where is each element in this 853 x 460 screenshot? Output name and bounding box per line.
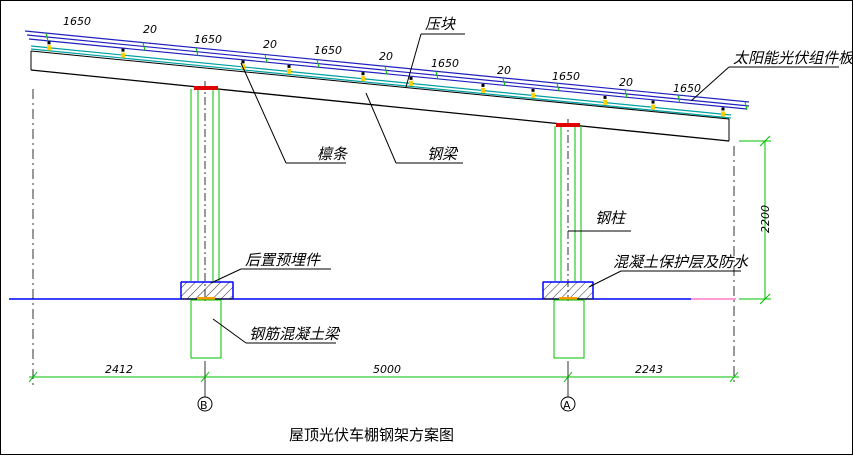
panel-dim-tick bbox=[624, 89, 628, 99]
press-block bbox=[603, 99, 607, 105]
press-block bbox=[121, 52, 125, 58]
panel-dim-4: 1650 bbox=[314, 44, 342, 57]
purlin bbox=[30, 45, 732, 119]
panel-dim-tick bbox=[384, 66, 388, 75]
foundation-b bbox=[180, 281, 234, 359]
panel-dim-tick bbox=[677, 95, 681, 104]
press-block bbox=[531, 92, 535, 98]
press-block-clip bbox=[603, 95, 607, 99]
panel-dim-7: 20 bbox=[497, 64, 511, 77]
bottom-dimension: 2412 5000 2243 bbox=[28, 361, 739, 397]
press-block bbox=[409, 80, 413, 86]
press-block-clip bbox=[409, 76, 413, 80]
panel-dim-0: 1650 bbox=[63, 15, 91, 28]
press-block bbox=[361, 76, 365, 82]
press-block-clip bbox=[721, 107, 725, 111]
panel-dim-tick bbox=[264, 54, 268, 63]
steel-column-b bbox=[190, 81, 220, 301]
press-block-clip bbox=[287, 64, 291, 68]
press-block bbox=[481, 87, 485, 93]
label-purlin: 檩条 bbox=[317, 145, 348, 163]
panel-dim-2: 1650 bbox=[194, 33, 222, 46]
label-concrete-protect: 混凝土保护层及防水 bbox=[613, 253, 749, 271]
bottom-dim-1: 5000 bbox=[373, 363, 401, 376]
press-block bbox=[287, 68, 291, 74]
panel-dimensions: 1650 20 1650 20 1650 20 1650 20 1650 20 1650 bbox=[45, 15, 748, 110]
press-block bbox=[721, 111, 725, 117]
panel-dim-tick bbox=[744, 101, 748, 110]
panel-dim-8: 1650 bbox=[552, 70, 580, 83]
reference-lines bbox=[32, 89, 735, 386]
press-block-clip bbox=[651, 100, 655, 104]
label-press-block: 压块 bbox=[425, 15, 456, 33]
panel-dim-6: 1650 bbox=[431, 57, 459, 70]
label-embedded-part: 后置预埋件 bbox=[245, 251, 322, 269]
panel-dim-tick bbox=[502, 77, 506, 87]
axis-a: A bbox=[560, 396, 576, 412]
bottom-dim-2: 2243 bbox=[635, 363, 663, 376]
panel-dim-tick bbox=[316, 59, 320, 68]
label-pv-panel: 太阳能光伏组件板 bbox=[733, 49, 853, 67]
foundation-a bbox=[542, 281, 594, 359]
pv-panel bbox=[24, 30, 750, 110]
panel-dim-10: 1650 bbox=[673, 82, 701, 95]
svg-text:B: B bbox=[200, 399, 208, 412]
press-block-clip bbox=[241, 60, 245, 64]
steel-beam bbox=[30, 50, 730, 142]
press-block-clip bbox=[47, 41, 51, 45]
panel-dim-3: 20 bbox=[263, 38, 277, 51]
press-block bbox=[651, 104, 655, 110]
panel-dim-tick bbox=[195, 47, 199, 56]
panel-dim-tick bbox=[45, 33, 49, 42]
label-steel-beam: 钢梁 bbox=[427, 145, 459, 163]
bottom-dim-0: 2412 bbox=[105, 363, 133, 376]
axis-b: B bbox=[197, 396, 213, 412]
steel-column-a bbox=[554, 119, 582, 301]
panel-dim-9: 20 bbox=[619, 76, 633, 89]
drawing-title: 屋顶光伏车棚钢架方案图 bbox=[289, 426, 454, 444]
panel-dim-5: 20 bbox=[379, 50, 393, 63]
press-block-clip bbox=[481, 83, 485, 87]
height-dim-text: 2200 bbox=[759, 205, 772, 233]
panel-dim-tick bbox=[556, 83, 560, 92]
panel-dim-tick bbox=[142, 42, 146, 51]
label-rc-beam: 钢筋混凝土梁 bbox=[249, 325, 341, 343]
press-block-clip bbox=[531, 88, 535, 92]
label-steel-column: 钢柱 bbox=[595, 209, 627, 227]
press-block-clip bbox=[121, 48, 125, 52]
panel-dim-1: 20 bbox=[143, 23, 157, 36]
press-block bbox=[47, 45, 51, 51]
leaders bbox=[210, 33, 839, 344]
panel-dim-tick bbox=[435, 71, 439, 80]
press-block-clip bbox=[361, 72, 365, 76]
svg-text:A: A bbox=[563, 399, 571, 412]
height-dimension: 2200 bbox=[739, 135, 772, 305]
